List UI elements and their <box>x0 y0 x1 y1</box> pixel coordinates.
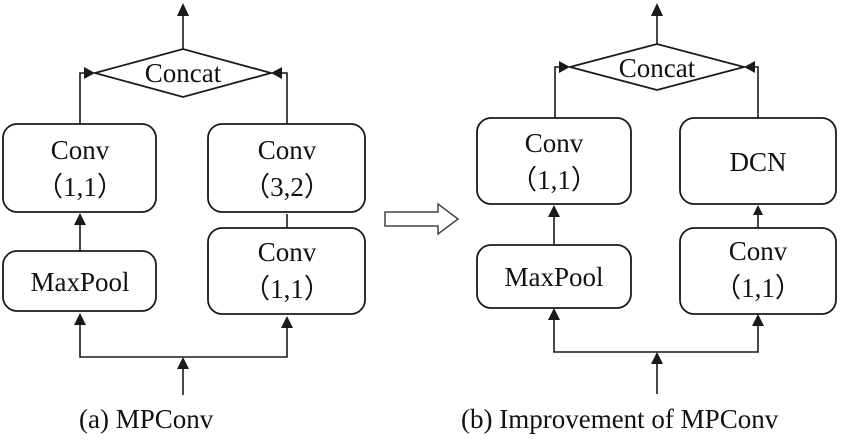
a-conv-in-arrowhead <box>281 316 293 328</box>
a-right-concat-arrowhead <box>271 67 282 79</box>
a-left-to-concat <box>79 72 90 124</box>
b-conv-in-arrowhead <box>752 314 764 326</box>
b-bottom-conv-title: Conv <box>729 236 788 266</box>
a-right-conv-box <box>207 123 366 213</box>
b-bottom-conv-params: （1,1） <box>714 273 802 303</box>
b-left-to-concat <box>554 66 565 118</box>
a-maxpool-arrowhead <box>74 213 86 225</box>
b-right-to-concat <box>749 66 759 118</box>
panel-a: Concat Conv （1,1） Conv （3,2） MaxPool Con… <box>2 3 366 434</box>
b-maxpool-arrowhead <box>548 205 560 217</box>
b-right-concat-arrowhead <box>744 61 755 73</box>
b-maxpool-in-arrowhead <box>548 308 560 320</box>
a-input-split <box>79 324 288 358</box>
b-concat-label: Concat <box>619 53 696 83</box>
b-left-conv-params: （1,1） <box>510 165 598 195</box>
a-caption: (a) MPConv <box>79 404 214 434</box>
b-left-conv-title: Conv <box>525 128 584 158</box>
a-left-conv-params: （1,1） <box>36 172 124 202</box>
panel-b: Concat Conv （1,1） DCN MaxPool Conv （1,1） <box>461 3 837 434</box>
a-input-arrowhead <box>177 357 189 369</box>
a-left-concat-arrowhead <box>84 67 95 79</box>
b-dcn-label: DCN <box>729 147 786 177</box>
b-dcn-arrowhead <box>753 205 763 215</box>
a-bottom-conv-params: （1,1） <box>243 274 331 304</box>
a-left-conv-box <box>2 123 157 213</box>
a-maxpool-in-arrowhead <box>74 313 86 325</box>
a-left-conv-title: Conv <box>51 135 110 165</box>
b-input-split <box>553 318 759 353</box>
a-concat-label: Concat <box>145 58 222 88</box>
b-left-conv-box <box>476 117 632 205</box>
hollow-right-arrow-icon <box>384 202 460 236</box>
a-right-conv-params: （3,2） <box>243 172 331 202</box>
b-caption: (b) Improvement of MPConv <box>461 404 779 434</box>
a-right-conv-title: Conv <box>258 135 317 165</box>
a-right-to-concat <box>277 72 288 124</box>
a-maxpool-label: MaxPool <box>30 267 129 297</box>
b-left-concat-arrowhead <box>559 61 570 73</box>
b-input-arrowhead <box>651 352 663 364</box>
a-bottom-conv-title: Conv <box>258 237 317 267</box>
b-output-arrowhead <box>651 3 663 16</box>
a-bottom-conv-box <box>207 227 366 315</box>
a-maxpool-box <box>2 250 157 312</box>
a-output-arrowhead <box>177 3 189 16</box>
b-dcn-box <box>679 117 837 205</box>
b-maxpool-label: MaxPool <box>504 262 603 292</box>
